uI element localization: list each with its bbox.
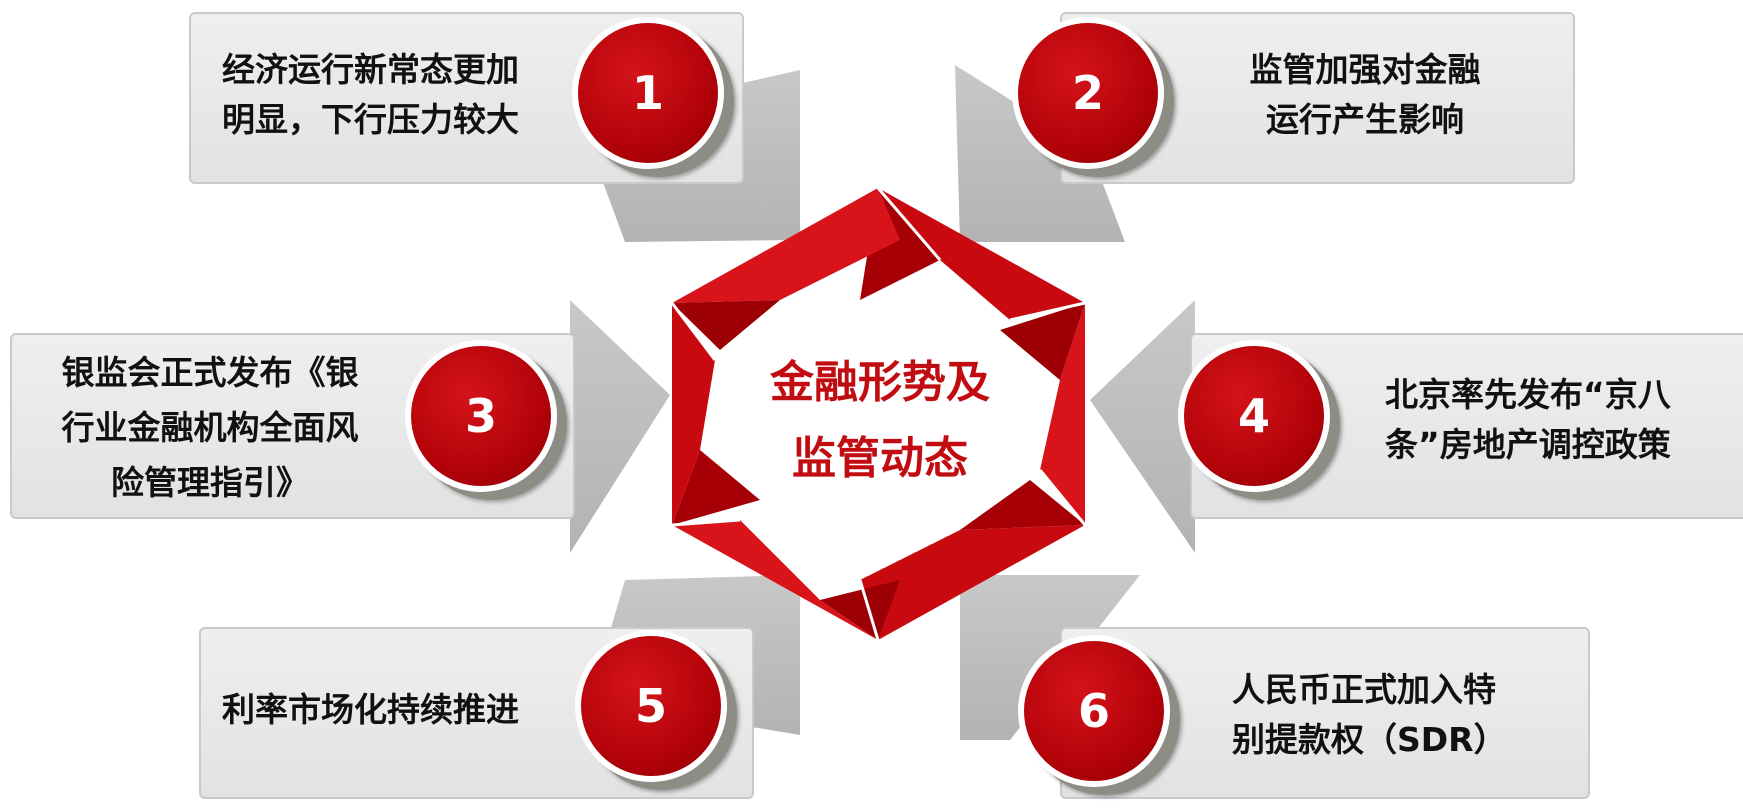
- number-2: 2: [1071, 66, 1104, 120]
- item-text-5: 利率市场化持续推进: [222, 690, 519, 729]
- number-badge-2: 2: [1012, 17, 1164, 169]
- center-title: 金融形势及 监管动态: [770, 357, 990, 484]
- number-badge-3: 3: [405, 340, 557, 492]
- arrow-3: [570, 300, 670, 553]
- center-hexagon: [670, 187, 1087, 641]
- arrow-4: [1090, 300, 1195, 553]
- item-text-6: 人民币正式加入特 别提款权（SDR）: [1232, 670, 1507, 759]
- number-3: 3: [464, 389, 497, 443]
- item-text-4: 北京率先发布“京八 条”房地产调控政策: [1385, 375, 1671, 464]
- number-badge-6: 6: [1018, 635, 1170, 787]
- item-text-1: 经济运行新常态更加 明显，下行压力较大: [222, 50, 519, 139]
- number-badge-5: 5: [575, 630, 727, 782]
- item-text-2: 监管加强对金融 运行产生影响: [1249, 50, 1481, 139]
- number-5: 5: [634, 679, 667, 733]
- number-badge-1: 1: [572, 17, 724, 169]
- number-4: 4: [1237, 389, 1270, 443]
- number-6: 6: [1077, 684, 1110, 738]
- item-text-3: 银监会正式发布《银 行业金融机构全面风 险管理指引》: [61, 353, 359, 502]
- number-1: 1: [631, 66, 664, 120]
- number-badge-4: 4: [1178, 340, 1330, 492]
- arrow-2: [955, 65, 1125, 242]
